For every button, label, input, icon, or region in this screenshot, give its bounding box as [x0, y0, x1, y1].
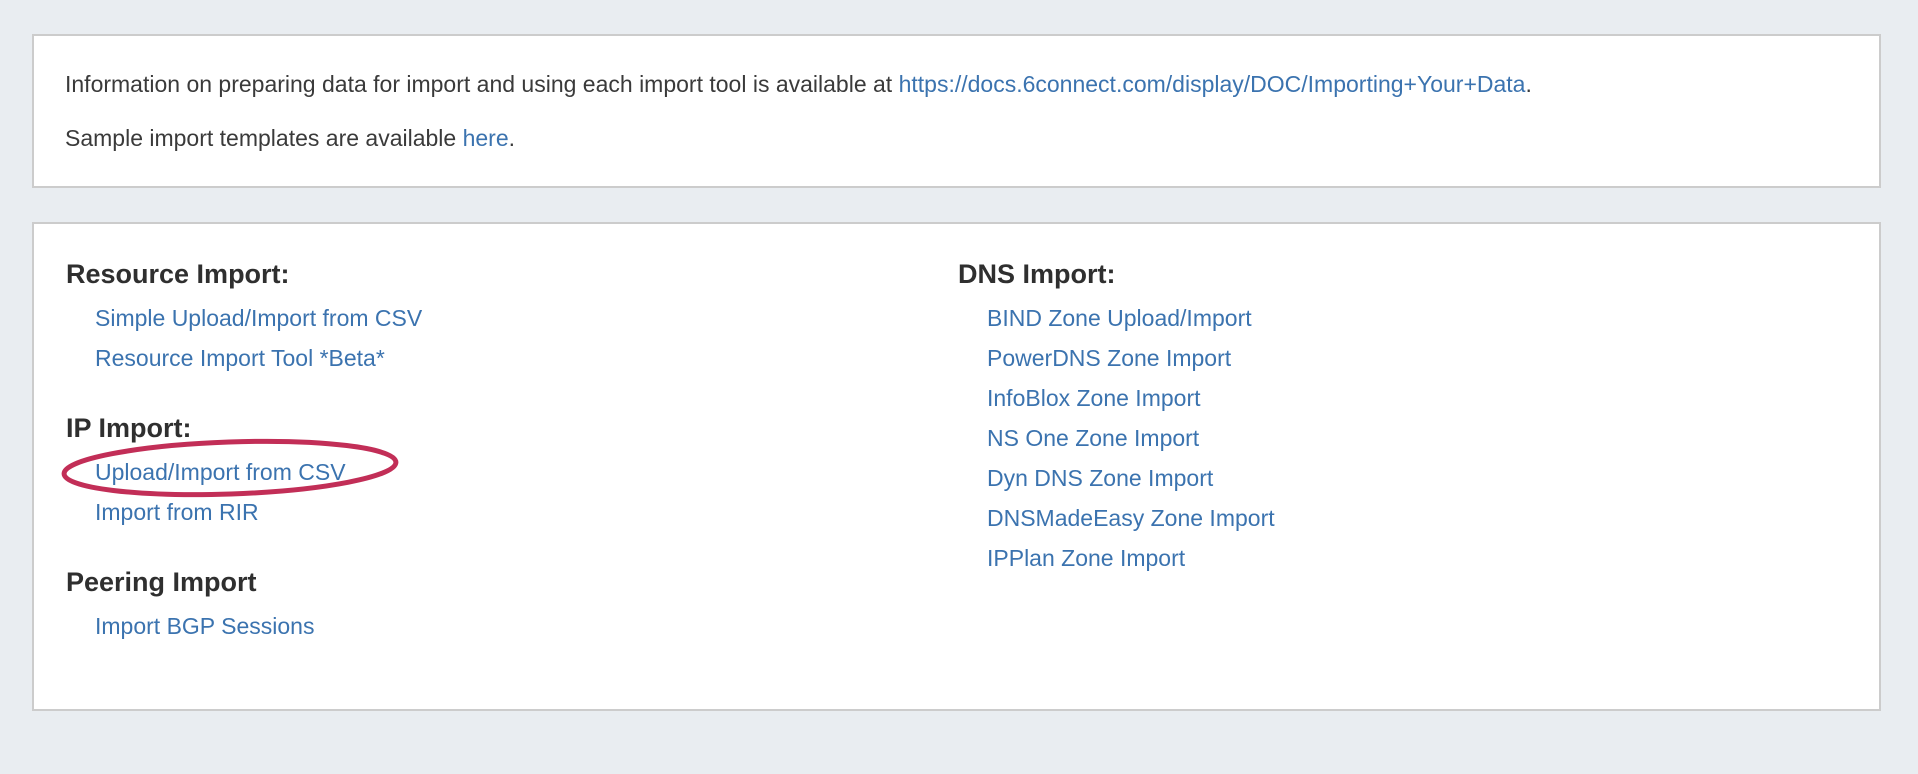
dns-import-section: DNS Import: BIND Zone Upload/Import Powe… — [958, 260, 1839, 578]
link-infoblox-zone-import[interactable]: InfoBlox Zone Import — [987, 385, 1201, 411]
resource-import-section: Resource Import: Simple Upload/Import fr… — [66, 260, 958, 378]
here-link[interactable]: here — [462, 125, 509, 151]
link-ipplan-zone-import[interactable]: IPPlan Zone Import — [987, 545, 1186, 571]
info-panel: Information on preparing data for import… — [32, 34, 1881, 188]
link-import-from-rir[interactable]: Import from RIR — [95, 499, 259, 525]
link-dyn-dns-zone-import[interactable]: Dyn DNS Zone Import — [987, 465, 1214, 491]
info-line-1: Information on preparing data for import… — [65, 67, 1848, 101]
link-bind-zone-upload-import[interactable]: BIND Zone Upload/Import — [987, 305, 1252, 331]
info-line-2-text: Sample import templates are available — [65, 125, 463, 151]
ip-import-section: IP Import: Upload/Import from CSV Import… — [66, 414, 958, 532]
link-upload-import-from-csv[interactable]: Upload/Import from CSV — [95, 459, 346, 485]
info-line-2: Sample import templates are available he… — [65, 121, 1848, 155]
link-import-bgp-sessions[interactable]: Import BGP Sessions — [95, 613, 315, 639]
import-column-right: DNS Import: BIND Zone Upload/Import Powe… — [958, 260, 1839, 646]
import-column-left: Resource Import: Simple Upload/Import fr… — [61, 260, 958, 646]
ip-import-heading: IP Import: — [66, 413, 192, 443]
link-resource-import-tool-beta[interactable]: Resource Import Tool *Beta* — [95, 345, 385, 371]
info-line-1-text: Information on preparing data for import… — [65, 71, 899, 97]
info-line-1-period: . — [1525, 71, 1532, 97]
link-simple-upload-import-from-csv[interactable]: Simple Upload/Import from CSV — [95, 305, 423, 331]
link-ns-one-zone-import[interactable]: NS One Zone Import — [987, 425, 1200, 451]
resource-import-heading: Resource Import: — [66, 259, 290, 289]
docs-link[interactable]: https://docs.6connect.com/display/DOC/Im… — [898, 71, 1526, 97]
peering-import-section: Peering Import Import BGP Sessions — [66, 568, 958, 646]
import-panel: Resource Import: Simple Upload/Import fr… — [32, 222, 1881, 711]
link-dnsmadeeasy-zone-import[interactable]: DNSMadeEasy Zone Import — [987, 505, 1275, 531]
dns-import-heading: DNS Import: — [958, 259, 1116, 289]
info-line-2-period: . — [508, 125, 516, 151]
peering-import-heading: Peering Import — [66, 567, 257, 597]
link-powerdns-zone-import[interactable]: PowerDNS Zone Import — [987, 345, 1232, 371]
